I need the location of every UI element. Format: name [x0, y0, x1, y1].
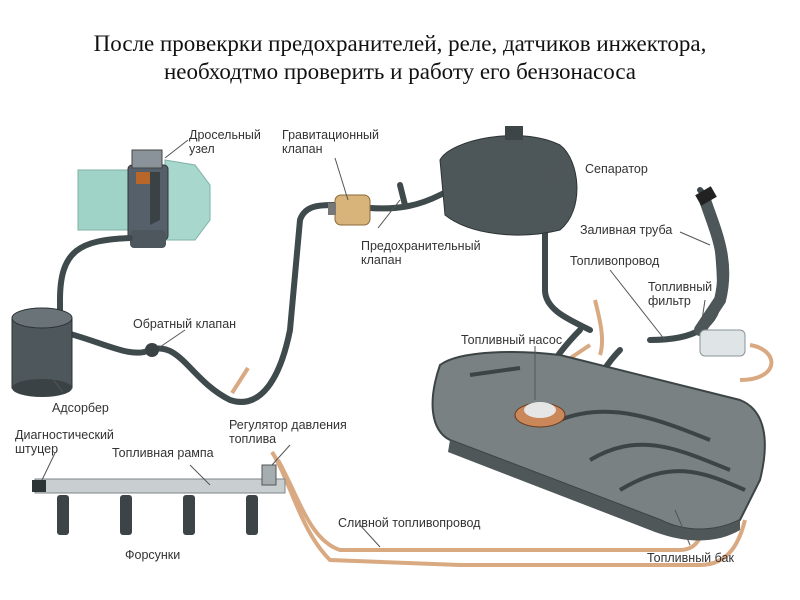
label-diagnostic-fitting: Диагностический штуцер — [15, 428, 114, 456]
label-throttle-body: Дросельный узел — [189, 128, 261, 156]
label-check-valve: Обратный клапан — [133, 317, 237, 331]
throttle-body-illustration — [77, 149, 211, 248]
label-fuel-tank: Топливный бак — [647, 551, 734, 565]
gravity-valve-illustration — [328, 194, 371, 226]
fuel-filter-illustration — [699, 329, 746, 357]
filler-cap — [695, 186, 717, 206]
label-safety-valve-line-2: клапан — [361, 253, 402, 267]
label-gravity-valve: Гравитационный клапан — [282, 128, 379, 156]
filler-pipe-illustration — [694, 194, 730, 336]
fuel-tank-illustration — [431, 351, 766, 541]
label-pressure-regulator-line-1: Регулятор давления — [229, 418, 347, 432]
label-fuel-filter: Топливный фильтр — [648, 280, 712, 308]
label-filler-pipe: Заливная труба — [580, 223, 673, 237]
label-pressure-regulator-line-2: топлива — [229, 432, 277, 446]
separator-illustration — [439, 126, 578, 236]
label-diagnostic-line-1: Диагностический — [15, 428, 114, 442]
label-pressure-regulator: Регулятор давления топлива — [229, 418, 347, 446]
label-fuel-line: Топливопровод — [570, 254, 660, 268]
fuel-rail-illustration — [32, 464, 286, 535]
label-fuel-filter-line-1: Топливный — [648, 280, 713, 294]
label-return-line: Сливной топливопровод — [338, 516, 481, 530]
label-separator: Сепаратор — [585, 162, 648, 176]
label-diagnostic-line-2: штуцер — [15, 442, 59, 456]
check-valve-illustration — [145, 343, 159, 357]
label-injectors: Форсунки — [125, 548, 181, 562]
label-throttle-line-1: Дросельный — [189, 128, 261, 142]
label-adsorber: Адсорбер — [52, 401, 109, 415]
label-gravity-valve-line-1: Гравитационный — [282, 128, 379, 142]
page-title: После провекрки предохранителей, реле, д… — [0, 30, 800, 86]
label-safety-valve-line-1: Предохранительный — [361, 239, 481, 253]
label-fuel-rail: Топливная рампа — [112, 446, 214, 460]
label-fuel-pump: Топливный насос — [461, 333, 563, 347]
label-gravity-valve-line-2: клапан — [282, 142, 323, 156]
label-fuel-filter-line-2: фильтр — [648, 294, 691, 308]
adsorber-illustration — [11, 307, 73, 397]
title-line-2: необходтмо проверить и работу его бензон… — [163, 59, 637, 84]
label-throttle-line-2: узел — [189, 142, 215, 156]
label-safety-valve: Предохранительный клапан — [361, 239, 481, 267]
title-line-1: После провекрки предохранителей, реле, д… — [93, 31, 707, 56]
leader-lines — [41, 139, 711, 548]
